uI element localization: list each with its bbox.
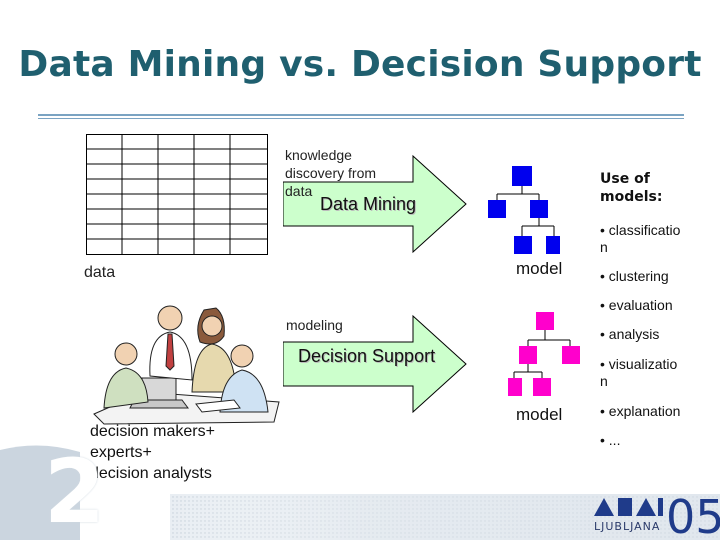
modeling-label: modeling [286, 317, 343, 333]
title-divider [38, 114, 684, 116]
decision-support-label: Decision Support [298, 346, 435, 367]
logo-city: LJUBLJANA [594, 520, 660, 533]
people-meeting-illustration [84, 296, 284, 426]
list-item: • evaluation [600, 297, 710, 314]
uses-heading: Use of models: [600, 170, 662, 206]
model-label-top: model [516, 259, 562, 279]
title-divider-thin [38, 118, 684, 119]
slide-number: 2 [44, 448, 105, 536]
list-item: • analysis [600, 326, 710, 343]
data-table-grid [86, 134, 268, 256]
model-label-bottom: model [516, 405, 562, 425]
knowledge-discovery-label: knowledge discovery from data [285, 146, 376, 200]
data-label: data [84, 264, 115, 282]
list-item: • clustering [600, 268, 710, 285]
model-tree-magenta-icon [508, 306, 592, 406]
list-item: • visualizatio n [600, 356, 710, 390]
model-tree-blue-icon [480, 160, 560, 262]
conference-logo-icon [594, 492, 664, 520]
list-item: • classificatio n [600, 222, 710, 256]
data-mining-label: Data Mining [320, 194, 416, 215]
logo-year: 05 [666, 494, 720, 540]
uses-of-models-list: Use of models: [600, 170, 662, 206]
page-title: Data Mining vs. Decision Support [0, 44, 720, 85]
list-item: • explanation [600, 403, 710, 420]
